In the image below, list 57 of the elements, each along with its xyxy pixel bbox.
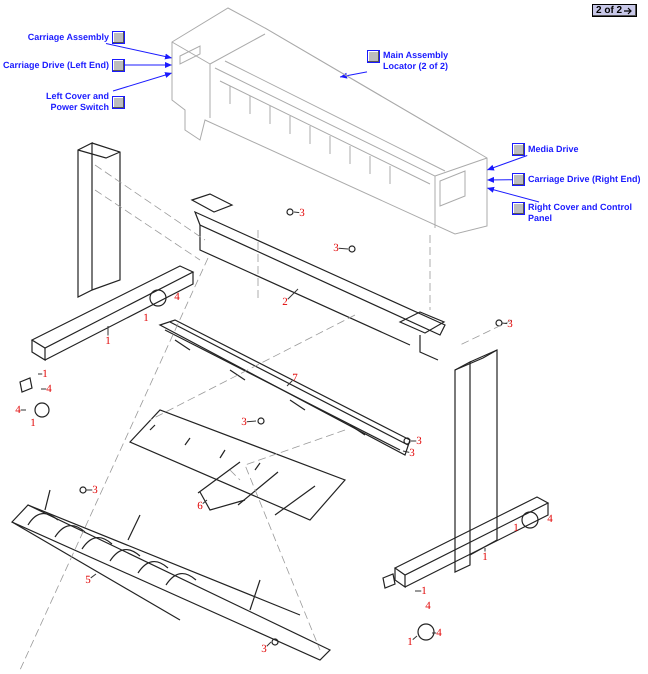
callout-number: 1: [407, 636, 413, 648]
callout-number: 1: [42, 368, 48, 380]
leader-line: [412, 636, 418, 640]
leader-line: [90, 574, 96, 578]
callout-number: 1: [30, 418, 36, 428]
callout-number: 3: [333, 242, 339, 254]
leader-line: [40, 388, 47, 390]
leader-line: [294, 212, 300, 214]
section-link: Carriage Drive (Right End): [528, 174, 641, 184]
callout-number: 4: [15, 404, 21, 416]
callout-number: 1: [482, 552, 488, 562]
leader-line: [410, 440, 417, 442]
callout-number: 3: [92, 484, 98, 496]
callout-number: 3: [299, 208, 305, 218]
section-link: Right Cover and Control Panel: [528, 202, 633, 224]
arrow: [112, 72, 172, 92]
arrow: [105, 43, 172, 60]
callout-number: 3: [416, 436, 422, 446]
arrow: [486, 155, 528, 170]
leader-line: [414, 590, 422, 592]
section-link: Carriage Assembly: [28, 32, 109, 42]
section-link: Media Drive: [528, 144, 579, 154]
arrow: [340, 71, 368, 79]
callout-number: 3: [409, 448, 415, 458]
callout-number: 1: [105, 336, 111, 346]
callout-number: 5: [85, 574, 91, 586]
callout-number: 4: [174, 292, 180, 302]
arrow: [486, 186, 540, 202]
leader-line: [432, 632, 437, 634]
leader-line: [502, 322, 508, 324]
section-link: Carriage Drive (Left End): [2, 60, 109, 70]
callout-number: 4: [547, 514, 553, 524]
callout-number: 1: [513, 522, 519, 534]
leader-line: [202, 500, 208, 504]
arrow: [486, 176, 512, 183]
section-link: Left Cover and Power Switch: [44, 91, 109, 113]
callout-number: 3: [261, 644, 267, 654]
leader-line: [402, 450, 410, 453]
callout-number: 6: [197, 500, 203, 512]
callout-number: 3: [241, 416, 247, 428]
leader-line: [338, 248, 348, 250]
callout-number: 2: [282, 296, 288, 308]
callout-number: 3: [507, 318, 513, 330]
callout-number: 1: [421, 586, 427, 596]
section-link: Main Assembly Locator (2 of 2): [383, 50, 450, 72]
callout-number: 7: [292, 372, 298, 384]
next-page-button: 2 of 2: [592, 4, 638, 17]
callout-number: 4: [425, 600, 431, 612]
leader-line: [287, 288, 298, 300]
leader-line: [266, 642, 272, 647]
callout-number: 4: [436, 628, 442, 638]
leader-line: [484, 548, 486, 552]
callout-number: 1: [143, 312, 149, 324]
leader-line: [286, 380, 293, 386]
callout-number: 4: [46, 384, 52, 394]
leader-line: [246, 420, 256, 422]
arrow: [124, 62, 172, 68]
